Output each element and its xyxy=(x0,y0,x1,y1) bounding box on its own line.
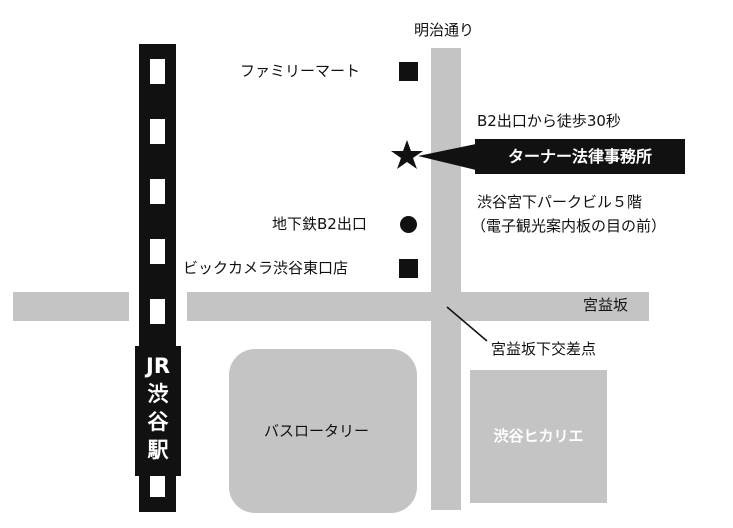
road-meiji-dori xyxy=(431,48,461,510)
office-pointer xyxy=(418,144,476,170)
bus-rotary-label: バスロータリー xyxy=(264,422,370,440)
rail-tie xyxy=(150,239,165,264)
square-icon xyxy=(399,62,418,81)
rail-tie xyxy=(150,119,165,144)
bus-rotary-area xyxy=(229,349,417,513)
rail-tie xyxy=(150,299,165,324)
road-west-segment xyxy=(13,292,129,321)
office-access-text: B2出口から徒歩30秒 xyxy=(477,112,621,130)
station-label-line4: 駅 xyxy=(147,438,169,462)
office-name-box: ターナー法律事務所 xyxy=(475,139,685,174)
street-label-meiji: 明治通り xyxy=(414,21,475,39)
rail-tie xyxy=(150,472,165,497)
hikarie-building xyxy=(470,370,607,503)
street-label-miyamasuzaka: 宮益坂 xyxy=(583,296,629,314)
square-icon xyxy=(399,259,418,278)
station-label-line1: JR xyxy=(146,354,170,378)
rail-tie xyxy=(150,59,165,84)
circle-icon xyxy=(400,216,417,233)
jr-shibuya-station-sign: JR 渋 谷 駅 xyxy=(135,346,181,476)
biccamera-label: ビックカメラ渋谷東口店 xyxy=(183,259,349,277)
office-building-text: 渋谷宮下パークビル５階 xyxy=(477,193,643,211)
rail-tie xyxy=(150,179,165,204)
metro-exit-label: 地下鉄B2出口 xyxy=(272,215,367,233)
crossing-label: 宮益坂下交差点 xyxy=(491,340,597,358)
station-label-line2: 渋 xyxy=(147,382,169,406)
hikarie-label: 渋谷ヒカリエ xyxy=(493,427,584,445)
station-label-line3: 谷 xyxy=(147,410,169,434)
road-miyamasuzaka xyxy=(187,292,649,321)
crossing-leader-line xyxy=(446,306,488,342)
familymart-label: ファミリーマート xyxy=(240,62,361,80)
office-detail-text: （電子観光案内板の目の前） xyxy=(471,217,667,235)
star-icon xyxy=(391,140,423,169)
